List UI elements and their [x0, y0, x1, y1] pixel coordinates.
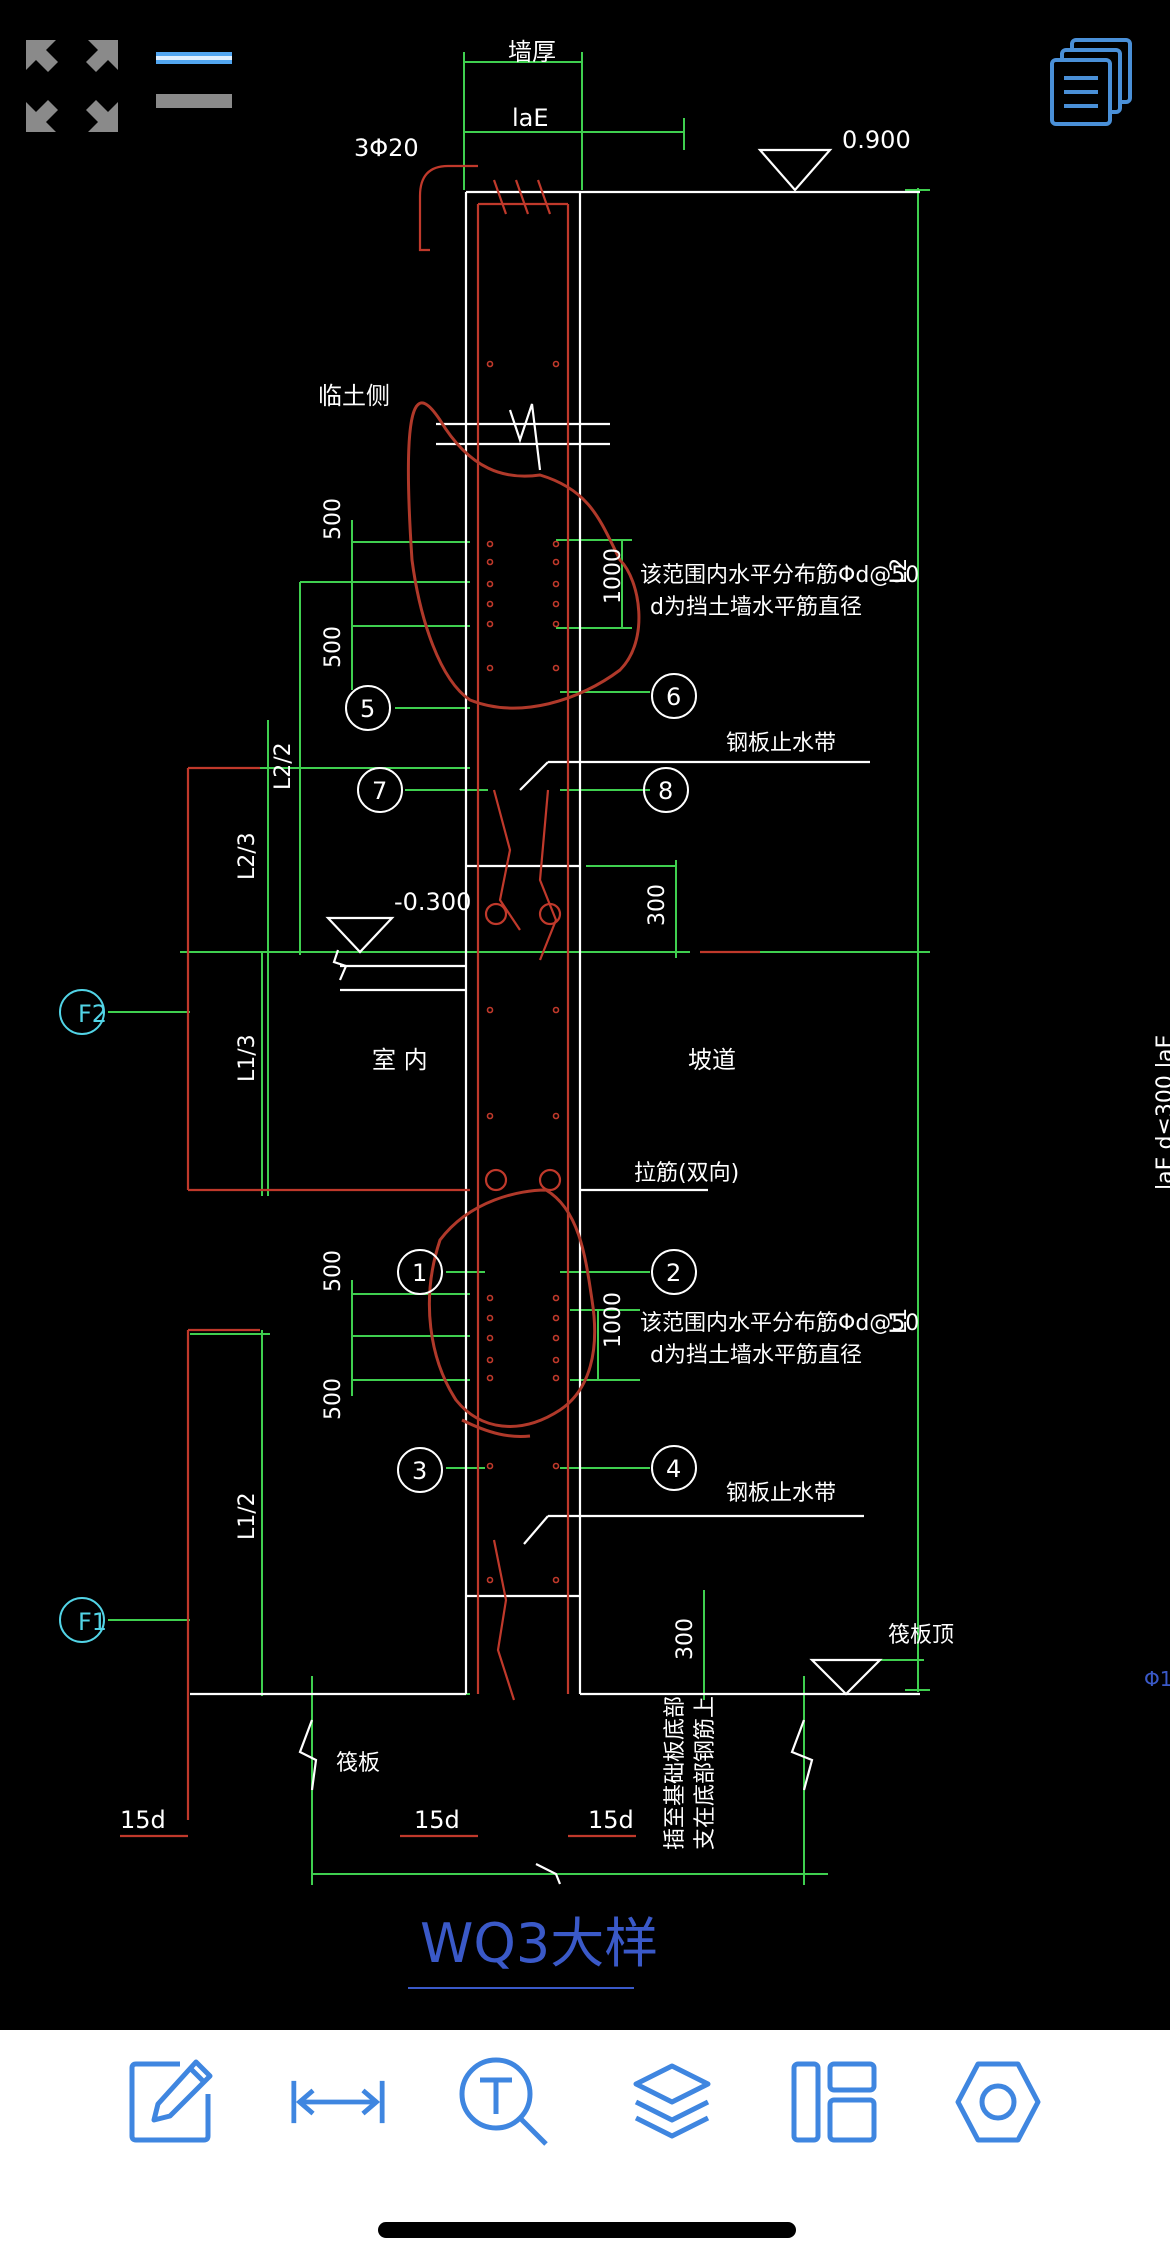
- rebar-dots: [486, 360, 560, 1584]
- fullscreen-icon[interactable]: [26, 40, 118, 132]
- cad-drawing[interactable]: 墙厚 laE 3Φ20 0.900 临土侧 该范围内水平分布筋Φd@50 d为挡…: [0, 0, 1170, 2030]
- note-lower-line2: d为挡土墙水平筋直径: [650, 1343, 862, 1368]
- tie-bars-label: 拉筋(双向): [634, 1161, 739, 1186]
- dim-l1-3: L1/3: [235, 1034, 260, 1082]
- elevation-top-label: 0.900: [842, 126, 911, 154]
- home-indicator[interactable]: [378, 2222, 796, 2238]
- reinforcement-lines: [120, 164, 760, 1838]
- d15-label-a: 15d: [120, 1806, 166, 1834]
- dim-1000-b: 1000: [601, 1292, 626, 1348]
- f1-label: F1: [78, 1608, 107, 1636]
- measure-button[interactable]: [290, 2054, 386, 2150]
- dim-l1-2: L1/2: [235, 1492, 260, 1540]
- anchor-note-1: 插至基础板底部: [663, 1696, 688, 1850]
- sketch-annotations: [406, 401, 641, 1438]
- layout-icon: [791, 2061, 877, 2143]
- layout-button[interactable]: [786, 2054, 882, 2150]
- dim-l2-2: L2/2: [271, 742, 296, 790]
- edit-icon: [129, 2059, 213, 2143]
- drawing-viewer[interactable]: 墙厚 laE 3Φ20 0.900 临土侧 该范围内水平分布筋Φd@50 d为挡…: [0, 0, 1170, 2030]
- note-lower-line1: 该范围内水平分布筋Φd@50: [640, 1311, 919, 1336]
- dim-300-b: 300: [673, 1618, 698, 1660]
- edit-button[interactable]: [124, 2054, 220, 2150]
- dim-300-a: 300: [645, 884, 670, 926]
- d15-label-c: 15d: [588, 1806, 634, 1834]
- structure-lines: [190, 148, 920, 1885]
- layer-bars-icon[interactable]: [156, 52, 232, 108]
- text-search-icon: [459, 2057, 548, 2146]
- settings-icon: [955, 2061, 1041, 2143]
- settings-button[interactable]: [950, 2054, 1046, 2150]
- top-bars-label: 3Φ20: [354, 134, 419, 162]
- document-list-button[interactable]: [1050, 36, 1136, 132]
- dim-500-b: 500: [321, 626, 346, 668]
- marker-8: 8: [658, 777, 673, 805]
- elevation-mid-label: -0.300: [394, 888, 471, 916]
- marker-7: 7: [372, 777, 387, 805]
- dim-l1: L1: [887, 1308, 912, 1334]
- raft-top-label: 筏板顶: [888, 1623, 954, 1648]
- indoor-label: 室 内: [372, 1046, 428, 1074]
- section-markers: [59, 989, 105, 1643]
- note-upper-line2: d为挡土墙水平筋直径: [650, 595, 862, 620]
- marker-1: 1: [412, 1259, 427, 1287]
- right-edge-label: laE d≤300 laE: [1153, 1035, 1170, 1190]
- measure-icon: [291, 2080, 385, 2124]
- dim-l2: L2: [887, 558, 912, 584]
- note-upper-line1: 该范围内水平分布筋Φd@50: [640, 563, 919, 588]
- marker-2: 2: [666, 1259, 681, 1287]
- d15-label-b: 15d: [414, 1806, 460, 1834]
- dim-1000-a: 1000: [601, 548, 626, 604]
- lae-top-label: laE: [512, 104, 549, 132]
- dimension-lines: [108, 52, 930, 1885]
- phi10-label: Φ10: [1144, 1667, 1170, 1691]
- text-search-button[interactable]: [456, 2054, 552, 2150]
- drawing-title: WQ3大样: [420, 1912, 658, 1975]
- steel-waterstop-lower: 钢板止水带: [726, 1481, 836, 1506]
- marker-5: 5: [360, 695, 375, 723]
- marker-6: 6: [666, 683, 681, 711]
- ramp-label: 坡道: [688, 1046, 736, 1074]
- document-stack-icon: [1050, 38, 1132, 126]
- wall-thickness-label: 墙厚: [508, 38, 556, 66]
- circled-markers: [345, 673, 697, 1493]
- dim-l2-3: L2/3: [235, 832, 260, 880]
- dim-500-d: 500: [321, 1378, 346, 1420]
- dim-500-c: 500: [321, 1250, 346, 1292]
- steel-waterstop-upper: 钢板止水带: [726, 731, 836, 756]
- marker-3: 3: [412, 1457, 427, 1485]
- soil-side-label: 临土侧: [318, 382, 390, 410]
- dim-500-a: 500: [321, 498, 346, 540]
- anchor-note-2: 支在底部钢筋上: [693, 1696, 718, 1850]
- f2-label: F2: [78, 1000, 107, 1028]
- layers-button[interactable]: [624, 2054, 720, 2150]
- layers-icon: [633, 2063, 711, 2139]
- raft-label: 筏板: [336, 1751, 380, 1776]
- marker-4: 4: [666, 1455, 681, 1483]
- view-controls: [22, 36, 242, 140]
